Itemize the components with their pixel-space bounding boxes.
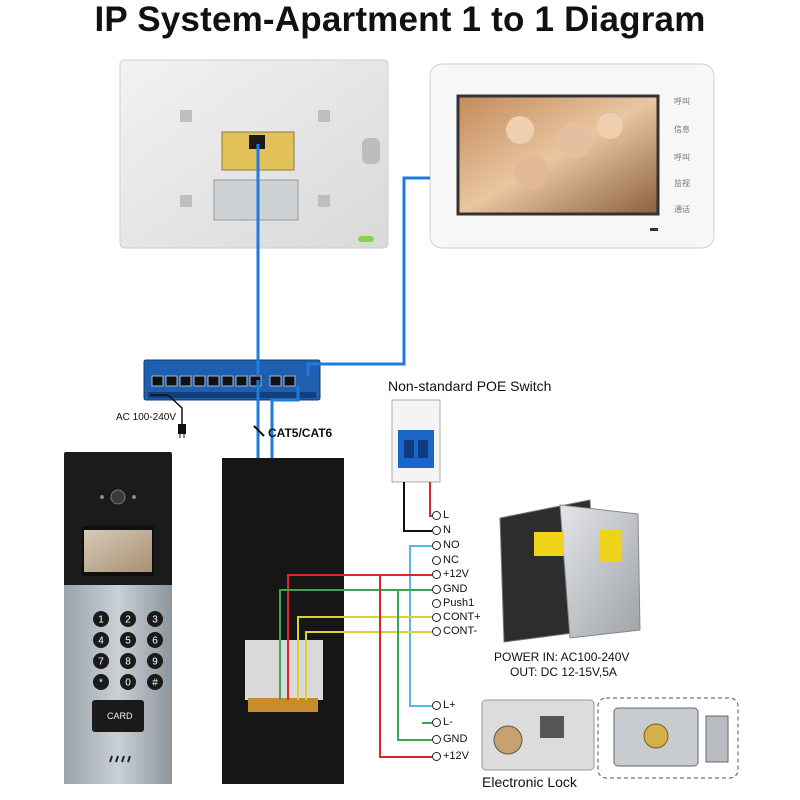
keypad-key[interactable] [147,632,163,648]
wire-plus12-red-lock [379,575,432,758]
terminal-lock-l-minus: L- [432,716,453,728]
keypad-key[interactable] [120,653,136,669]
electronic-lock-board [481,699,595,771]
keypad-key[interactable] [147,674,163,690]
wire-plus12-red-outdoor [287,574,432,700]
terminal-lock-plus12v: +12V [432,750,469,762]
wire-cont-plus-yellow [297,616,432,700]
keypad-key-label: 4 [98,636,104,647]
cable-type-label: CAT5/CAT6 [268,426,333,440]
cable-monitor-front [306,176,430,376]
wire-cont-minus-yellow [305,631,432,700]
keypad-key-label: * [99,678,103,689]
circuit-breaker [391,399,441,483]
terminal-plus12v: +12V [432,568,469,580]
monitor-side-label: 信息 [674,125,690,134]
terminal-cont-minus: CONT- [432,625,477,637]
switch-port [207,375,220,387]
ac-input-label: AC 100-240V [116,412,177,423]
card-reader-label: CARD [107,711,133,721]
terminal-nc: NC [432,554,459,566]
switch-port [283,375,296,387]
monitor-side-label: 呼叫 [674,97,690,106]
monitor-back [119,59,389,249]
switch-port [269,375,282,387]
switch-port [221,375,234,387]
keypad-key-label: 5 [125,636,131,647]
monitor-side-label: 监视 [674,179,690,188]
wire-gnd-green-lock [397,590,432,741]
keypad-key-label: 8 [125,657,131,668]
wire-n-black [403,482,432,532]
power-in-label: POWER IN: AC100-240V [494,650,630,664]
keypad-key-label: 1 [98,615,104,626]
keypad-key[interactable] [93,632,109,648]
keypad-key-label: # [152,678,158,689]
monitor-side-label: 呼叫 [674,153,690,162]
poe-switch-label: Non-standard POE Switch [388,378,552,394]
diagram-title: IP System-Apartment 1 to 1 Diagram [94,0,706,39]
switch-port [235,375,248,387]
electronic-lock-label: Electronic Lock [482,774,577,790]
terminal-lock-gnd: GND [432,733,467,745]
power-out-label: OUT: DC 12-15V,5A [510,665,617,679]
keypad-key[interactable] [120,632,136,648]
keypad-key[interactable] [120,611,136,627]
switch-port [151,375,164,387]
keypad-key-label: 0 [125,678,131,689]
keypad-key[interactable] [147,653,163,669]
terminal-cont-plus: CONT+ [432,611,481,623]
keypad-key-label: 3 [152,615,158,626]
terminal-gnd: GND [432,583,467,595]
wire-gnd-green-outdoor [279,589,432,700]
electronic-lock-body [597,697,739,779]
keypad-key[interactable] [147,611,163,627]
terminal-n: N [432,524,451,536]
switch-port [165,375,178,387]
switch-port [193,375,206,387]
wire-l-red [429,482,432,517]
terminal-no: NO [432,539,460,551]
terminal-lock-l-plus: L+ [432,699,456,711]
monitor-front [429,63,715,249]
keypad-key[interactable] [93,674,109,690]
keypad-key-label: 2 [125,615,131,626]
keypad-key[interactable] [93,611,109,627]
wire-no-lightblue [409,545,432,707]
terminal-l: L [432,509,449,521]
terminal-push1: Push1 [432,597,474,609]
outdoor-back [222,458,344,784]
ac-plug [150,394,186,438]
keypad-key-label: 7 [98,657,104,668]
power-supply [499,499,641,643]
keypad-key[interactable] [93,653,109,669]
keypad-key-label: 9 [152,657,158,668]
switch-port [249,375,262,387]
switch-port [179,375,192,387]
monitor-side-label: 通话 [674,205,690,214]
keypad-key-label: 6 [152,636,158,647]
keypad-key[interactable] [120,674,136,690]
